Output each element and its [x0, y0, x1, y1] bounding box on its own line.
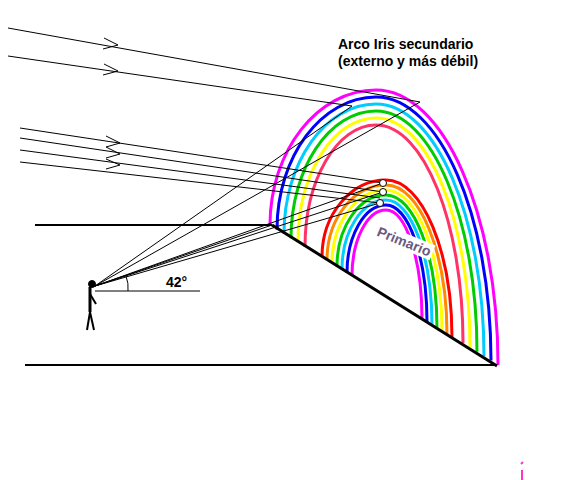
- stray-mark: [521, 462, 523, 480]
- raindrops: [377, 180, 387, 207]
- rainbow-band: [342, 200, 432, 325]
- rainbow-bands: [270, 90, 498, 365]
- rainbow-band: [298, 118, 470, 347]
- observer-figure: [87, 281, 96, 331]
- primary-rainbow-label: Primario: [373, 223, 435, 261]
- rainbow-band: [291, 111, 477, 352]
- rainbow-band: [305, 125, 463, 343]
- rainbow-band: [284, 104, 484, 356]
- rainbow-band: [347, 205, 427, 322]
- rainbow-band: [270, 90, 498, 365]
- secondary-rainbow-label: Arco Iris secundario (externo y más débi…: [338, 36, 508, 70]
- rainbow-band: [332, 190, 442, 332]
- rainbow-band: [322, 180, 452, 338]
- rainbow-band: [327, 185, 447, 335]
- rainbow-band: [337, 195, 437, 329]
- angle-label: 42°: [166, 274, 187, 290]
